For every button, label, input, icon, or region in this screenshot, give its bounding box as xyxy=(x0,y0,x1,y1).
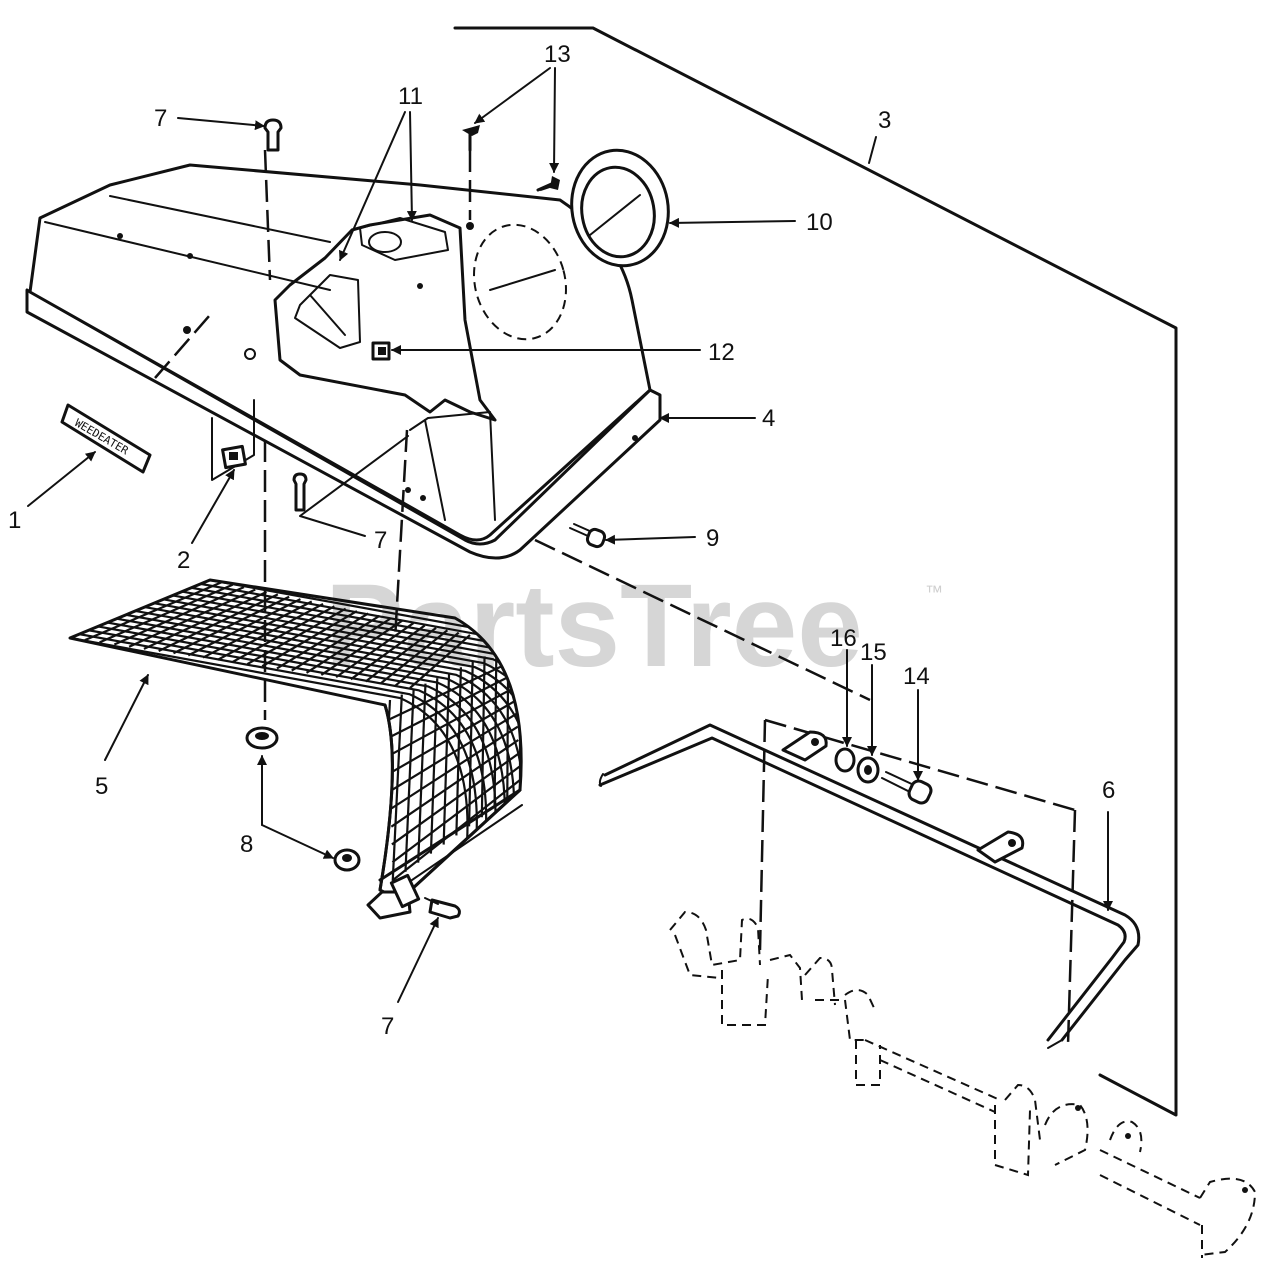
callout-16: 16 xyxy=(830,625,857,652)
discharge-ring xyxy=(570,148,670,268)
callout-7-top: 7 xyxy=(154,105,167,132)
bolt-9 xyxy=(569,523,607,549)
callout-15: 15 xyxy=(860,639,887,666)
callout-5: 5 xyxy=(95,773,108,800)
alignment-lines xyxy=(154,149,1077,1046)
callout-13: 13 xyxy=(544,41,571,68)
lift-rod xyxy=(598,723,1141,1049)
assembly-bracket-3 xyxy=(453,26,1178,1117)
washer-16 xyxy=(834,747,856,773)
name-plate: WEEDEATER xyxy=(60,403,152,474)
watermark-trademark: ™ xyxy=(925,582,943,602)
callout-11: 11 xyxy=(398,83,423,110)
deck-frame-reference xyxy=(669,910,1257,1258)
wire-basket xyxy=(68,578,523,902)
callout-7-mid: 7 xyxy=(374,527,387,554)
leader-lines xyxy=(27,67,1113,1003)
plug xyxy=(371,341,391,361)
basket-latch xyxy=(366,873,421,920)
callout-14: 14 xyxy=(903,663,930,690)
callout-3: 3 xyxy=(878,107,891,134)
callout-4: 4 xyxy=(762,405,775,432)
callout-7-bottom: 7 xyxy=(381,1013,394,1040)
callout-1: 1 xyxy=(8,507,21,534)
pin-top xyxy=(263,118,283,152)
callout-labels: 1 2 3 4 5 6 7 7 7 8 9 10 11 12 13 14 15 … xyxy=(8,41,1115,1040)
callout-8: 8 xyxy=(240,831,253,858)
latch-bracket xyxy=(211,399,255,481)
screw-top xyxy=(462,125,480,152)
callout-10: 10 xyxy=(806,209,833,236)
pin-mid xyxy=(292,472,308,512)
pin-bottom xyxy=(424,897,461,920)
bag-housing xyxy=(25,163,662,560)
callout-6: 6 xyxy=(1102,777,1115,804)
wire-mesh xyxy=(70,580,522,899)
washer-15 xyxy=(856,756,880,784)
bolt-14 xyxy=(881,771,933,805)
grommet-lower xyxy=(333,848,361,872)
callout-12: 12 xyxy=(708,339,735,366)
callout-2: 2 xyxy=(177,547,190,574)
grommet-upper xyxy=(245,726,279,750)
callout-9: 9 xyxy=(706,525,719,552)
